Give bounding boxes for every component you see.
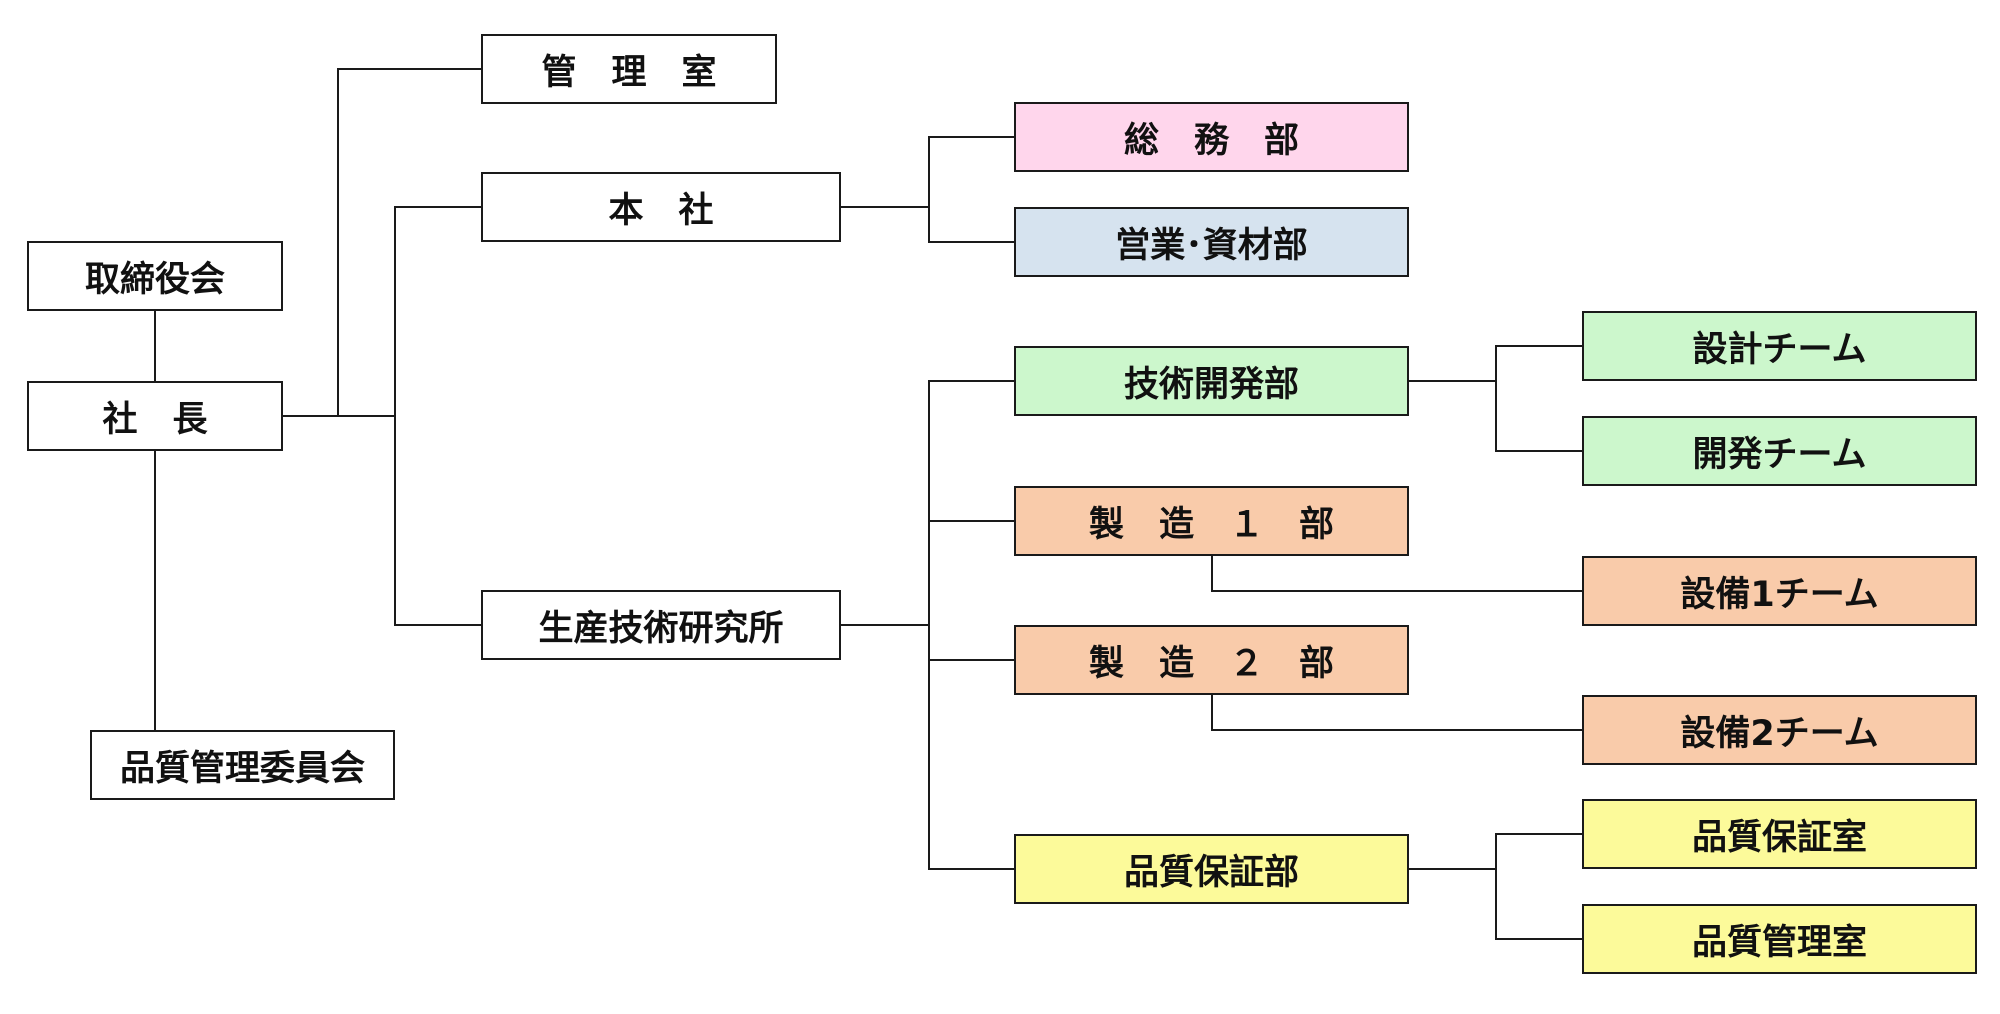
- connector-tech-dev-teams: [1495, 345, 1582, 452]
- manufacturing-1-label: 製 造 １ 部: [1088, 504, 1334, 545]
- equipment-team-2-label: 設備2チーム: [1680, 713, 1879, 754]
- qa-office-box: 品質保証室: [1582, 799, 1977, 869]
- manufacturing-2-box: 製 造 ２ 部: [1014, 625, 1409, 695]
- sales-materials-label: 営業･資材部: [1115, 225, 1308, 266]
- equipment-team-1-label: 設備1チーム: [1680, 574, 1879, 615]
- tech-dev-box: 技術開発部: [1014, 346, 1409, 416]
- connector-lab-vertical: [928, 380, 1014, 870]
- manufacturing-1-box: 製 造 １ 部: [1014, 486, 1409, 556]
- qc-office-label: 品質管理室: [1691, 922, 1867, 963]
- head-office-label: 本 社: [608, 190, 714, 231]
- connector-group: [154, 68, 1582, 940]
- president-label: 社 長: [102, 399, 208, 440]
- qc-office-box: 品質管理室: [1582, 904, 1977, 974]
- general-affairs-label: 総 務 部: [1123, 120, 1299, 161]
- head-office-box: 本 社: [481, 172, 841, 242]
- board-box: 取締役会: [27, 241, 283, 311]
- manufacturing-2-label: 製 造 ２ 部: [1088, 643, 1334, 684]
- dev-team-box: 開発チーム: [1582, 416, 1977, 486]
- connector-branch-offices: [394, 206, 481, 626]
- production-tech-lab-label: 生産技術研究所: [538, 608, 784, 649]
- management-office-label: 管 理 室: [541, 52, 717, 93]
- equipment-team-1-box: 設備1チーム: [1582, 556, 1977, 626]
- quality-committee-box: 品質管理委員会: [90, 730, 395, 800]
- equipment-team-2-box: 設備2チーム: [1582, 695, 1977, 765]
- general-affairs-box: 総 務 部: [1014, 102, 1409, 172]
- management-office-box: 管 理 室: [481, 34, 777, 104]
- qa-office-label: 品質保証室: [1691, 817, 1867, 858]
- design-team-label: 設計チーム: [1692, 329, 1867, 370]
- production-tech-lab-box: 生産技術研究所: [481, 590, 841, 660]
- tech-dev-label: 技術開発部: [1123, 364, 1299, 405]
- connector-qa-offices: [1495, 833, 1582, 940]
- president-box: 社 長: [27, 381, 283, 451]
- design-team-box: 設計チーム: [1582, 311, 1977, 381]
- board-label: 取締役会: [84, 259, 225, 300]
- connector-equipment-team-1: [1211, 556, 1582, 592]
- qa-dept-label: 品質保証部: [1123, 852, 1299, 893]
- connector-equipment-team-2: [1211, 695, 1582, 731]
- sales-materials-box: 営業･資材部: [1014, 207, 1409, 277]
- connector-management-office: [337, 68, 481, 416]
- connector-head-office-branches: [928, 136, 1014, 243]
- dev-team-label: 開発チーム: [1692, 434, 1867, 475]
- qa-dept-box: 品質保証部: [1014, 834, 1409, 904]
- quality-committee-label: 品質管理委員会: [119, 748, 365, 789]
